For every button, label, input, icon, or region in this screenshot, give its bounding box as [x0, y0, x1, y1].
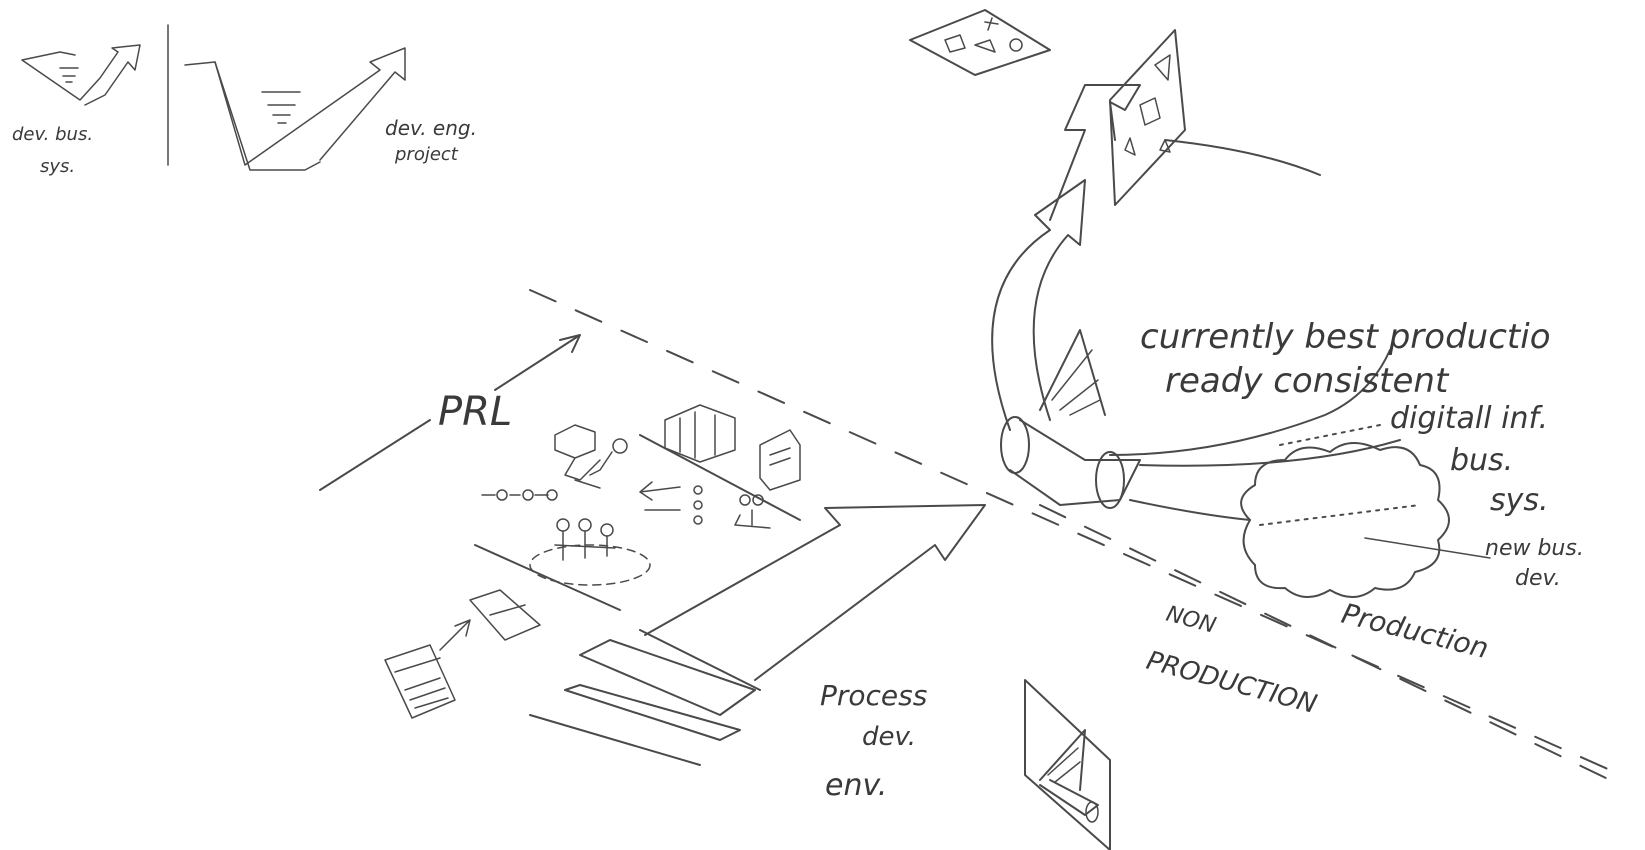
best-label-2: ready consistent: [1165, 361, 1450, 401]
new-bus-cloud: [1241, 443, 1449, 597]
best-label-1: currently best productio: [1140, 317, 1551, 357]
shapes-panel: [1110, 30, 1185, 205]
best-label-3: digitall inf.: [1390, 401, 1548, 436]
process-label-2: dev.: [862, 722, 916, 752]
process-arrow: [645, 505, 985, 680]
v-small-label-2: sys.: [40, 156, 75, 177]
prl-label: PRL: [438, 389, 512, 435]
best-label-5: sys.: [1490, 483, 1549, 518]
cloud-dotted-line: [1260, 505, 1420, 525]
lane-line-3: [640, 630, 760, 690]
top-card: [910, 10, 1050, 75]
small-v-diagram: dev. bus. sys.: [12, 45, 140, 177]
non-production-label-1: NON: [1163, 602, 1218, 639]
best-label-4: bus.: [1450, 443, 1513, 478]
digital-dotted: [1280, 425, 1380, 445]
non-production-label-2: PRODUCTION: [1143, 646, 1320, 720]
v-large-label-1: dev. eng.: [385, 116, 477, 140]
v-small-label-1: dev. bus.: [12, 124, 93, 145]
v-large-label-2: project: [394, 144, 459, 165]
lane-line-1: [640, 435, 800, 520]
upward-curved-arrow: [992, 180, 1085, 430]
lane-line-4: [530, 715, 700, 765]
production-label: Production: [1338, 597, 1492, 665]
new-bus-label-1: new bus.: [1485, 536, 1584, 561]
large-v-diagram: dev. eng. project: [185, 48, 477, 170]
process-label-3: env.: [825, 768, 887, 803]
production-cylinder: [1001, 330, 1400, 520]
document-icons: [385, 590, 540, 718]
prl-arrow: [495, 335, 580, 390]
new-bus-pointer: [1365, 538, 1490, 558]
bottom-cone-panel: [1025, 680, 1110, 850]
process-label-1: Process: [820, 679, 927, 712]
new-bus-label-2: dev.: [1515, 566, 1561, 591]
upper-arrow: [1050, 85, 1320, 220]
prl-left-line: [320, 420, 430, 490]
lane-line-2: [475, 545, 620, 610]
